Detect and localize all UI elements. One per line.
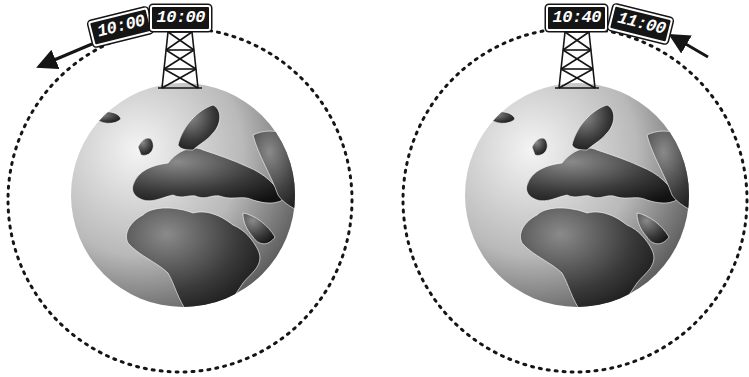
clock-display: 10:00: [87, 7, 152, 47]
globe: [465, 83, 702, 313]
orbit: [8, 28, 352, 372]
clock-display: 10:40: [546, 5, 607, 31]
tower: [158, 32, 202, 88]
tower: [555, 32, 599, 88]
clock-display: 11:00: [607, 4, 672, 44]
clock-time: 10:00: [95, 12, 145, 43]
motion-arrow: [40, 44, 92, 66]
clock-time: 10:40: [553, 8, 600, 28]
orbit: [403, 28, 747, 372]
globe: [71, 83, 308, 313]
motion-arrow: [672, 36, 708, 57]
clock-time: 10:00: [157, 8, 204, 28]
clock-display: 10:00: [150, 5, 211, 31]
